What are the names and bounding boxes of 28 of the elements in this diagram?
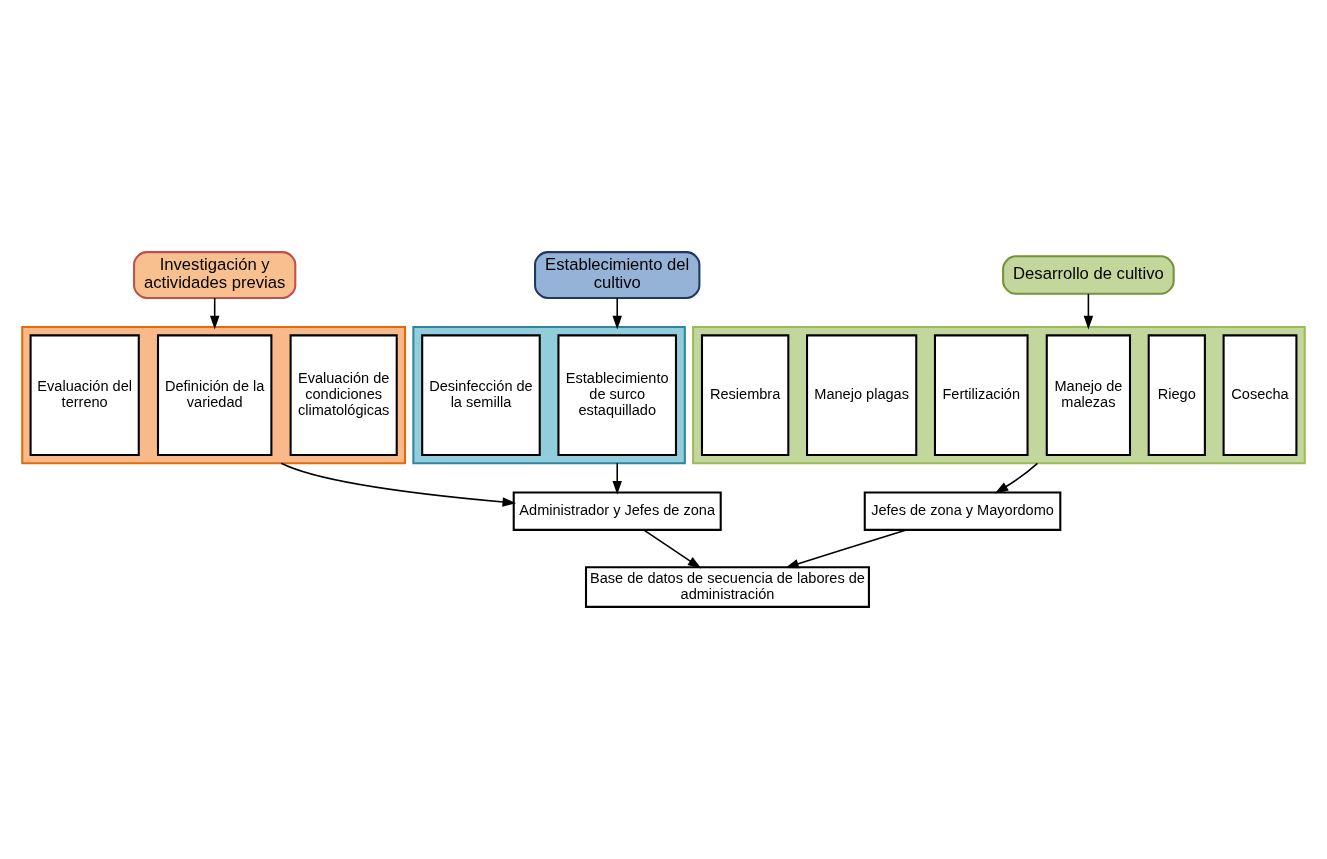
cluster — [21, 326, 407, 465]
node-box: Resiembra — [700, 334, 790, 457]
node-box: Establecimiento de surco estaquillado — [557, 334, 677, 457]
arrow — [612, 462, 622, 495]
node-box: Definición de la variedad — [156, 334, 273, 457]
arrow — [642, 529, 702, 569]
node-box: Manejo de malezas — [1045, 334, 1132, 457]
arrow — [280, 462, 517, 507]
node-box: Jefes de zona y Mayordomo — [863, 491, 1062, 531]
cluster — [692, 326, 1306, 465]
node-box: Desarrollo de cultivo — [1002, 255, 1175, 295]
node-box: Base de datos de secuencia de labores de administración — [584, 566, 870, 608]
cluster — [412, 326, 686, 465]
node-box: Investigación y actividades previas — [133, 251, 297, 299]
node-box: Cosecha — [1222, 334, 1298, 457]
arrow — [994, 462, 1039, 494]
arrow — [612, 297, 622, 330]
arrow — [785, 529, 907, 569]
node-box: Riego — [1147, 334, 1206, 457]
node-box: Administrador y Jefes de zona — [512, 491, 722, 531]
node-box: Evaluación de condiciones climatológicas — [289, 334, 398, 457]
node-box: Desinfección de la semilla — [421, 334, 541, 457]
arrow — [1083, 293, 1094, 330]
node-box: Fertilización — [933, 334, 1029, 457]
node-box: Evaluación del terreno — [29, 334, 140, 457]
node-box: Manejo plagas — [806, 334, 918, 457]
arrow — [209, 297, 220, 330]
node-box: Establecimiento del cultivo — [534, 251, 701, 299]
